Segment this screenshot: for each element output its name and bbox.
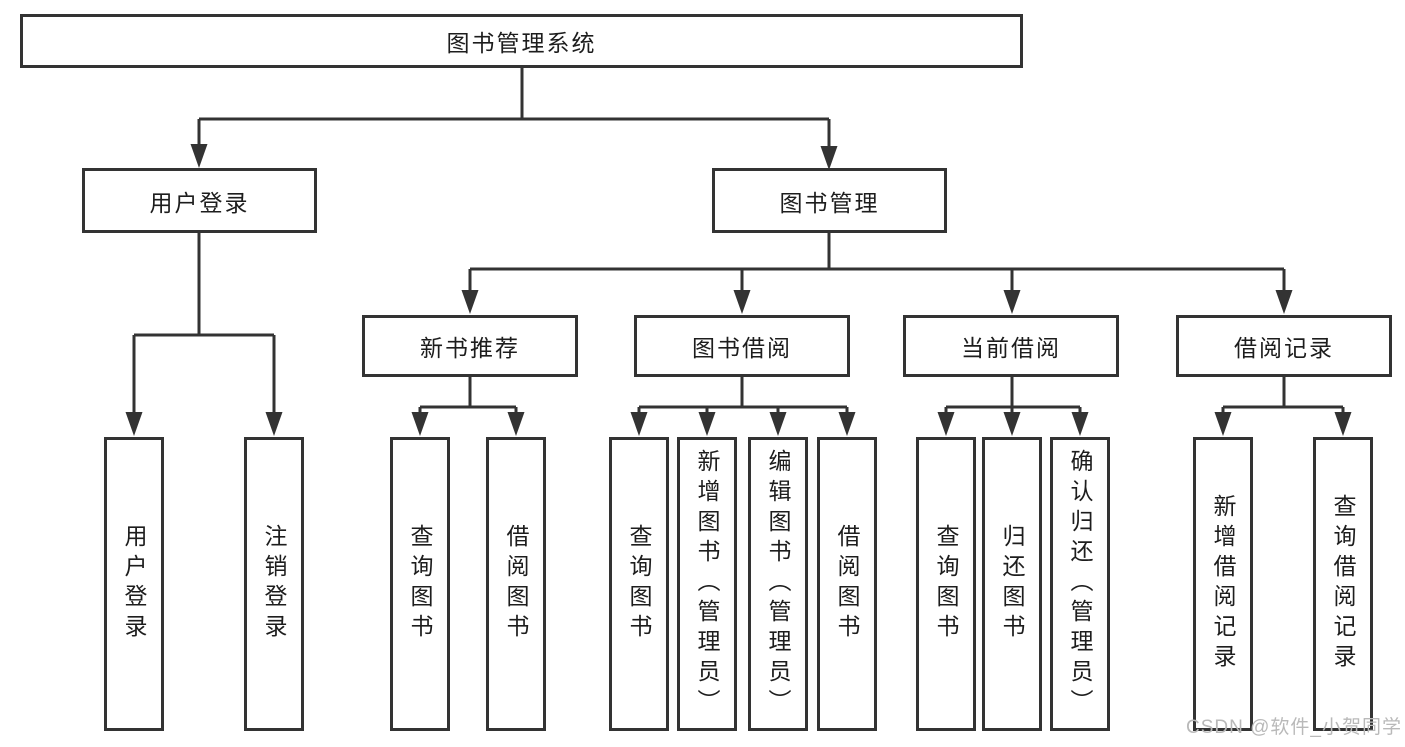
leaf-return-books: 归还图书 [982, 437, 1042, 731]
csdn-watermark: CSDN @软件_小贺同学 [1186, 717, 1402, 738]
leaf-confirm-return-admin: 确认归还（管理员） [1050, 437, 1110, 731]
node-new-book-recommend: 新书推荐 [362, 315, 578, 377]
node-book-management: 图书管理 [712, 168, 947, 233]
leaf-query-books-1: 查询图书 [390, 437, 450, 731]
node-user-login: 用户登录 [82, 168, 317, 233]
leaf-query-borrow-record: 查询借阅记录 [1313, 437, 1373, 731]
leaf-add-books-admin: 新增图书（管理员） [677, 437, 737, 731]
node-current-borrowing: 当前借阅 [903, 315, 1119, 377]
node-borrowing-records: 借阅记录 [1176, 315, 1392, 377]
down-arrow-icon [125, 144, 1352, 436]
leaf-borrow-books-1: 借阅图书 [486, 437, 546, 731]
leaf-logout-login: 注销登录 [244, 437, 304, 731]
leaf-borrow-books-2: 借阅图书 [817, 437, 877, 731]
leaf-query-books-2: 查询图书 [609, 437, 669, 731]
leaf-query-books-3: 查询图书 [916, 437, 976, 731]
leaf-edit-books-admin: 编辑图书（管理员） [748, 437, 808, 731]
node-book-borrowing: 图书借阅 [634, 315, 850, 377]
node-root: 图书管理系统 [20, 14, 1023, 68]
leaf-add-borrow-record: 新增借阅记录 [1193, 437, 1253, 731]
leaf-user-login: 用户登录 [104, 437, 164, 731]
